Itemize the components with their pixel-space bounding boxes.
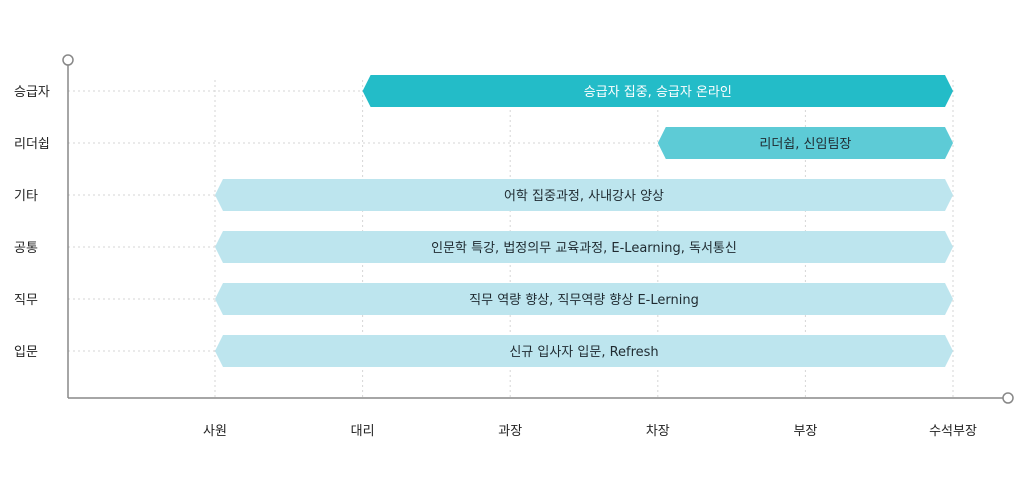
x-tick-label: 대리 xyxy=(351,424,375,439)
bar-label-2: 리더쉽, 신임팀장 xyxy=(759,137,851,152)
bar-4 xyxy=(215,231,953,263)
y-tick-label: 승급자 xyxy=(14,85,50,100)
bar-6 xyxy=(215,335,953,367)
x-tick-label: 수석부장 xyxy=(929,424,977,439)
bar-1 xyxy=(362,75,954,107)
bar-label-1: 승급자 집중, 승급자 온라인 xyxy=(584,85,732,100)
bar-label-3: 어학 집중과정, 사내강사 양상 xyxy=(504,189,664,204)
bar-label-5: 직무 역량 향상, 직무역량 향상 E-Lerning xyxy=(469,293,699,308)
x-tick-label: 차장 xyxy=(646,424,670,439)
y-tick-label: 기타 xyxy=(14,189,38,204)
x-tick-label: 과장 xyxy=(498,424,522,439)
x-tick-label: 부장 xyxy=(793,424,817,439)
bar-5 xyxy=(215,283,953,315)
bar-label-6: 신규 입사자 입문, Refresh xyxy=(509,345,658,360)
x-tick-label: 사원 xyxy=(203,424,227,439)
bar-3 xyxy=(215,179,953,211)
y-tick-label: 공통 xyxy=(14,241,38,256)
x-axis-end-marker xyxy=(1002,392,1014,404)
y-tick-label: 직무 xyxy=(14,293,38,308)
y-tick-label: 입문 xyxy=(14,345,38,360)
bar-label-4: 인문학 특강, 법정의무 교육과정, E-Learning, 독서통신 xyxy=(431,241,737,256)
y-axis-end-marker xyxy=(62,54,74,66)
y-tick-label: 리더쉽 xyxy=(14,137,50,152)
bar-2 xyxy=(657,127,953,159)
